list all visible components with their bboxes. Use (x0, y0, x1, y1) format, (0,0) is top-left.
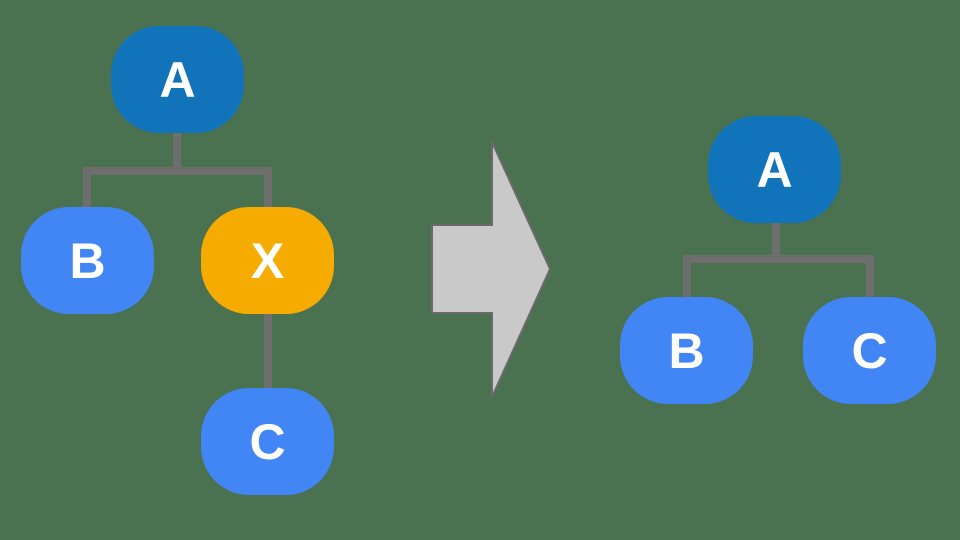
node-label: A (159, 51, 196, 108)
edge-a-stem (772, 218, 780, 263)
edge-a-b (83, 167, 91, 215)
edge-branch-bar (83, 167, 272, 175)
node-label: C (249, 413, 286, 470)
edge-a-stem (173, 128, 181, 175)
node-x-highlighted: X (201, 207, 334, 314)
node-c-after: C (803, 297, 936, 404)
node-label: B (69, 232, 106, 289)
node-a-after: A (708, 116, 841, 223)
node-label: C (851, 322, 888, 379)
edge-a-b (683, 255, 691, 305)
node-label: A (756, 141, 793, 198)
node-b-after: B (620, 297, 753, 404)
node-a-before: A (111, 26, 244, 133)
node-label: B (668, 322, 705, 379)
edge-x-c (264, 308, 272, 393)
edge-a-x (264, 167, 272, 215)
edge-a-c (866, 255, 874, 305)
node-b-before: B (21, 207, 154, 314)
node-c-before: C (201, 388, 334, 495)
edge-branch-bar (683, 255, 874, 263)
node-label: X (250, 232, 285, 289)
